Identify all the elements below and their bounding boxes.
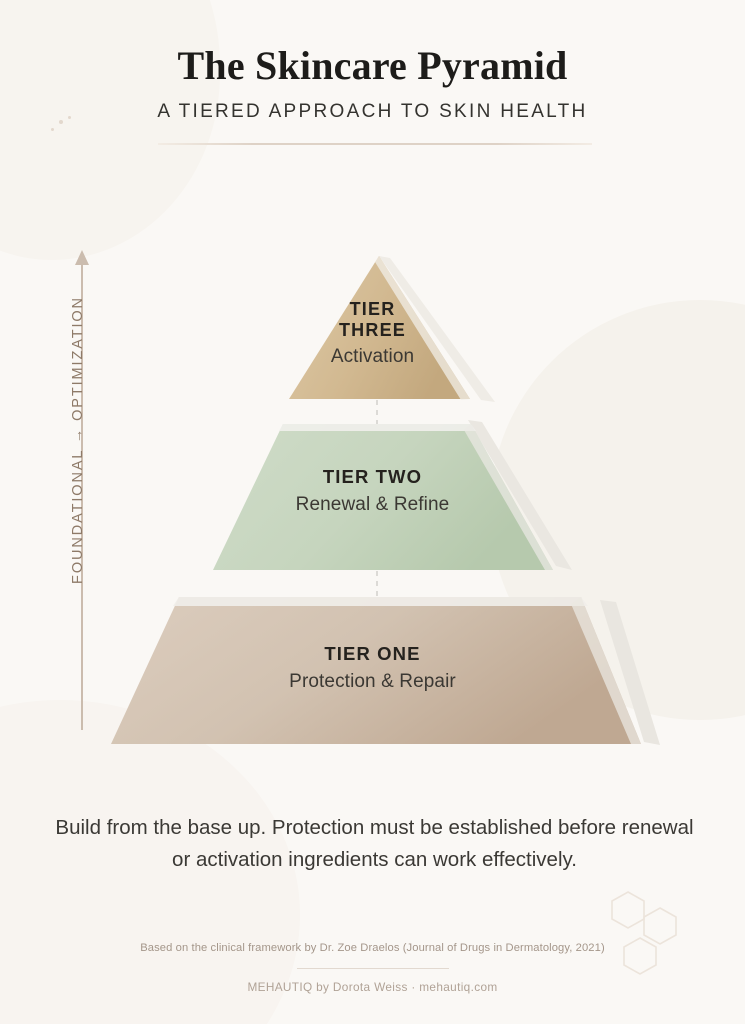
progression-axis: FOUNDATIONAL → OPTIMIZATION bbox=[46, 250, 96, 730]
tier-two-subtitle: Renewal & Refine bbox=[295, 493, 450, 515]
citation-text: Based on the clinical framework by Dr. Z… bbox=[140, 942, 605, 954]
poster-header: The Skincare Pyramid A TIERED APPROACH T… bbox=[0, 43, 745, 123]
tier-three-subtitle: Activation bbox=[330, 346, 415, 368]
brand-footer: MEHAUTIQ by Dorota Weiss · mehautiq.com bbox=[247, 980, 498, 994]
tier-three-label: TIER THREE Activation bbox=[0, 299, 745, 368]
hexagon-icon bbox=[643, 907, 677, 945]
tier-one-shape bbox=[111, 597, 641, 744]
header-divider bbox=[158, 143, 592, 145]
tier-three-heading-line2: THREE bbox=[338, 320, 406, 341]
page-subtitle: A TIERED APPROACH TO SKIN HEALTH bbox=[157, 100, 588, 122]
tier-two-label: TIER TWO Renewal & Refine bbox=[0, 466, 745, 516]
tier-two-heading: TIER TWO bbox=[322, 466, 423, 487]
background-blob-top-left bbox=[0, 0, 220, 260]
arrow-up-icon bbox=[75, 250, 89, 265]
decorative-speck bbox=[51, 128, 54, 131]
tier-one-heading: TIER ONE bbox=[324, 643, 421, 664]
tier-three-heading-line1: TIER bbox=[349, 299, 396, 319]
tier-three-shape bbox=[289, 256, 470, 400]
tier-one-subtitle: Protection & Repair bbox=[289, 670, 456, 692]
hexagon-decoration bbox=[606, 886, 702, 982]
tier-one-label: TIER ONE Protection & Repair bbox=[0, 643, 745, 693]
hexagon-icon bbox=[611, 891, 645, 929]
footer-divider bbox=[297, 968, 449, 969]
decorative-speck bbox=[68, 116, 71, 119]
decorative-speck bbox=[59, 120, 63, 124]
tier-two-shape bbox=[213, 424, 553, 570]
background-blob-right bbox=[490, 300, 745, 720]
pyramid-shadows bbox=[379, 256, 660, 745]
page-title: The Skincare Pyramid bbox=[177, 43, 568, 88]
axis-line bbox=[81, 264, 83, 730]
axis-label: FOUNDATIONAL → OPTIMIZATION bbox=[70, 296, 86, 584]
summary-caption: Build from the base up. Protection must … bbox=[55, 816, 694, 872]
